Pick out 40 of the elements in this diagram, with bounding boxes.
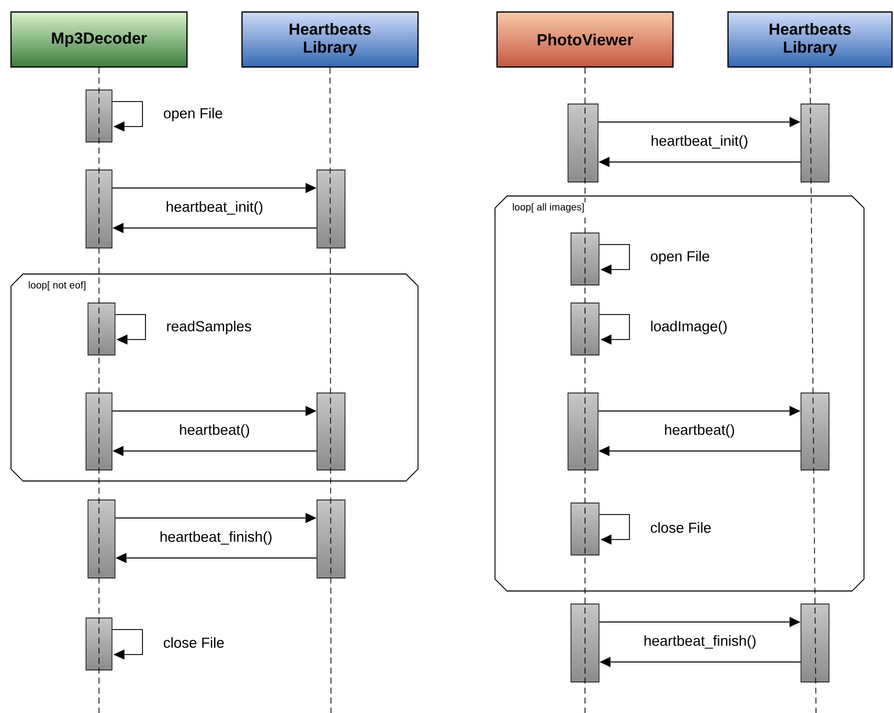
activation-bar (316, 392, 346, 470)
activation-bar (86, 618, 112, 670)
activation-bar (316, 170, 346, 248)
self-call-arrow (599, 514, 630, 545)
self-call-arrow (599, 244, 630, 275)
message-label: open File (650, 250, 710, 264)
activation-bar (568, 104, 598, 182)
activation-bar (800, 604, 830, 682)
self-call-arrow (112, 629, 143, 660)
message-label: heartbeat_init() (650, 134, 750, 150)
message-label: heartbeat() (663, 423, 736, 439)
activation-bar (800, 392, 830, 470)
participant-box: Heartbeats Library (727, 11, 893, 68)
message-label: heartbeat_init() (164, 200, 264, 216)
self-call-arrow (115, 314, 146, 345)
message-label: loadImage() (651, 320, 727, 334)
activation-bar (570, 302, 600, 356)
self-call-arrow (112, 101, 143, 132)
participant-box: PhotoViewer (496, 11, 674, 68)
self-call-arrow (599, 314, 630, 345)
activation-bar (568, 392, 598, 470)
activation-bar (316, 500, 346, 578)
activation-bar (570, 232, 600, 286)
message-label: heartbeat_finish() (642, 634, 758, 650)
activation-bar (88, 500, 116, 578)
activation-bar (800, 104, 830, 182)
participant-box: Heartbeats Library (241, 11, 419, 68)
activation-bar (570, 604, 600, 682)
activation-bar (570, 502, 600, 556)
message-label: heartbeat_finish() (158, 530, 274, 546)
activation-bar (88, 302, 116, 356)
activation-bar (86, 90, 112, 142)
message-label: open File (164, 108, 222, 122)
message-label: close File (650, 522, 711, 533)
message-label: readSamples (167, 320, 252, 334)
message-label: heartbeat() (178, 423, 251, 439)
participant-box: Mp3Decoder (10, 11, 188, 68)
activation-bar (86, 392, 112, 470)
activation-bar (86, 170, 112, 248)
message-label: close File (164, 637, 224, 648)
